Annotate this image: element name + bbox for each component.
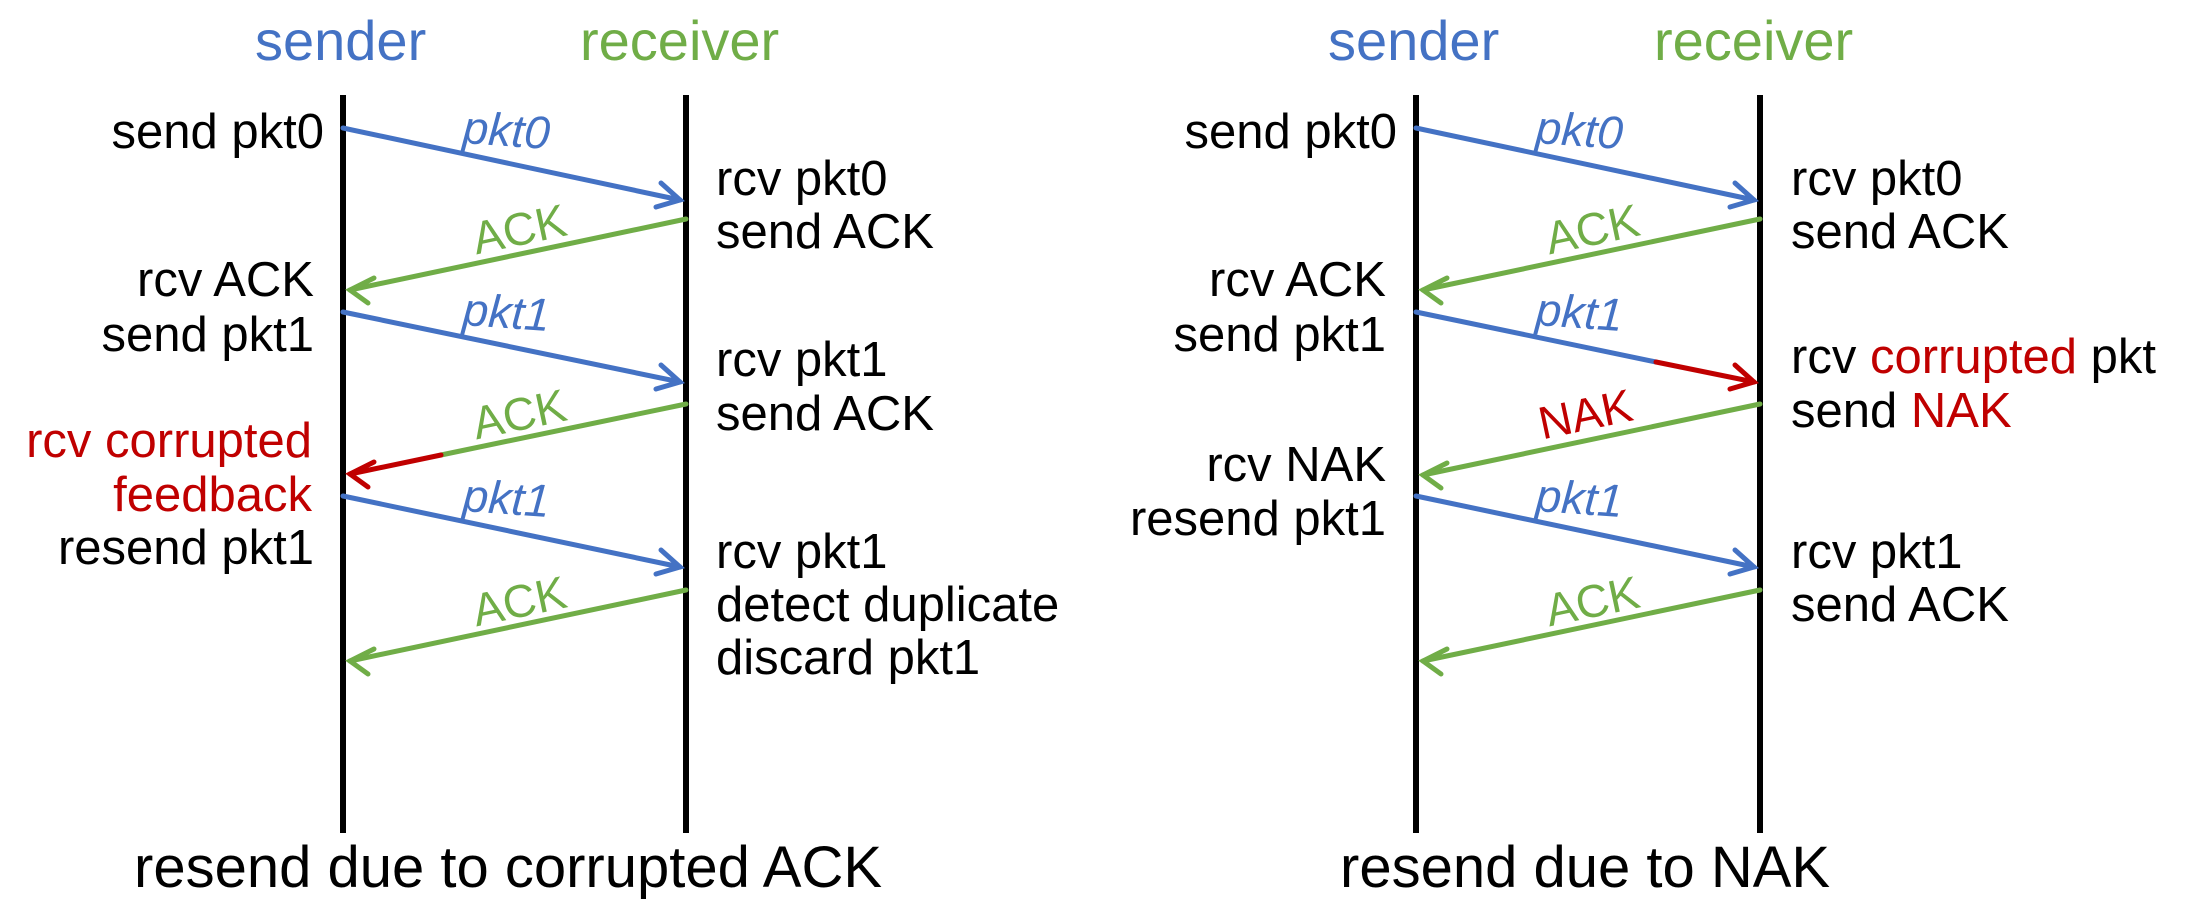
right-diagram	[1413, 95, 1763, 833]
right-caption: resend due to NAK	[1340, 835, 1831, 900]
right-receiver-label-2b: send NAK	[1791, 387, 2012, 436]
right-receiver-label-2a-post: pkt	[2076, 330, 2156, 384]
left-receiver-label-2a: rcv pkt1	[716, 333, 888, 387]
right-receiver-label-2b-pre: send	[1791, 384, 1911, 438]
arrow-pkt1-resend	[340, 493, 686, 577]
left-sender-label-2a: rcv ACK	[137, 253, 314, 307]
arrow-ack-1	[1418, 216, 1763, 306]
left-caption: resend due to corrupted ACK	[134, 835, 883, 900]
right-sender-label-3b: resend pkt1	[1129, 492, 1386, 546]
left-msg-pkt1: pkt1	[461, 283, 552, 341]
left-receiver-label-3c: discard pkt1	[716, 631, 981, 685]
right-receiver-label-1b: send ACK	[1791, 205, 2009, 259]
right-sender-label-2a: rcv ACK	[1209, 253, 1386, 307]
right-receiver-header: receiver	[1654, 9, 1854, 72]
right-sender-label-1: send pkt0	[1184, 105, 1398, 159]
arrow-pkt0	[340, 125, 686, 210]
right-receiver-label-2a: rcv corrupted pkt	[1791, 333, 2156, 382]
right-msg-pkt0: pkt0	[1534, 101, 1625, 159]
right-receiver-label-3b: send ACK	[1791, 578, 2009, 632]
arrow-pkt1-resend	[1413, 493, 1760, 577]
right-receiver-label-2b-error: NAK	[1910, 384, 2012, 438]
arrow-ack-2	[1418, 587, 1763, 677]
arrow-pkt1	[340, 309, 686, 392]
left-diagram	[340, 95, 689, 833]
right-receiver-label-2a-pre: rcv	[1791, 330, 1870, 384]
left-receiver-label-3b: detect duplicate	[716, 578, 1060, 632]
right-sender-label-2b: send pkt1	[1173, 308, 1387, 362]
left-receiver-label-1a: rcv pkt0	[716, 152, 888, 206]
left-receiver-label-2b: send ACK	[716, 387, 934, 441]
left-receiver-header: receiver	[580, 9, 780, 72]
left-sender-header: sender	[255, 9, 427, 72]
right-msg-pkt1-resend: pkt1	[1534, 469, 1625, 527]
right-receiver-label-2a-error: corrupted	[1869, 330, 2077, 384]
arrow-ack-corrupted	[345, 401, 689, 490]
left-sender-label-2b: send pkt1	[101, 308, 315, 362]
right-receiver-label-1a: rcv pkt0	[1791, 152, 1963, 206]
right-sender-label-3a: rcv NAK	[1206, 438, 1386, 492]
right-msg-pkt1: pkt1	[1534, 283, 1625, 341]
left-sender-label-3b: feedback	[113, 468, 312, 522]
arrow-ack-2	[345, 587, 689, 677]
left-receiver-label-3a: rcv pkt1	[716, 525, 888, 579]
left-sender-label-4: resend pkt1	[57, 521, 314, 575]
left-msg-pkt1-resend: pkt1	[461, 469, 552, 527]
left-receiver-label-1b: send ACK	[716, 205, 934, 259]
left-sender-label-3a: rcv corrupted	[26, 414, 312, 468]
right-sender-header: sender	[1328, 9, 1500, 72]
arrow-pkt1-corrupted	[1413, 309, 1760, 392]
left-sender-label-1: send pkt0	[111, 105, 325, 159]
right-receiver-label-3a: rcv pkt1	[1791, 525, 1963, 579]
left-msg-pkt0: pkt0	[461, 101, 552, 159]
arrow-pkt0	[1413, 125, 1760, 210]
arrow-nak	[1418, 401, 1763, 491]
arrow-ack-1	[345, 216, 689, 306]
